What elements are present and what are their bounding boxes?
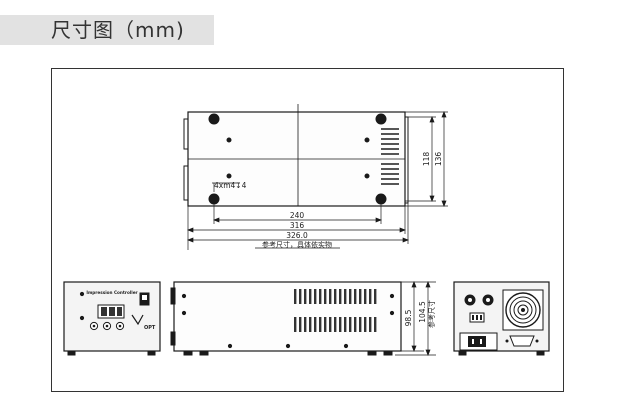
dim-side-height-total: 104.5: [418, 301, 427, 323]
foot-icon: [375, 193, 387, 205]
front-brand-label: Impression Controller: [86, 290, 138, 295]
hole-callout-depth: 4: [242, 181, 247, 190]
foot-icon: [208, 193, 220, 205]
screw-hole: [343, 343, 349, 349]
top-view-vent: [381, 128, 399, 185]
dim-width-inner: 240: [290, 211, 305, 220]
screw-hole: [226, 173, 232, 179]
foot-icon: [199, 350, 209, 356]
foot-icon: [458, 350, 467, 356]
screw-hole: [285, 343, 291, 349]
front-view: [63, 281, 161, 356]
drawing-frame: [51, 68, 564, 392]
title-bar: [0, 15, 214, 45]
screw-hole: [364, 137, 370, 143]
side-panel: [173, 281, 402, 352]
depth-symbol-icon: ↧: [235, 181, 241, 190]
side-view: [170, 281, 402, 356]
screw-hole: [181, 293, 187, 299]
screw-hole: [79, 291, 85, 297]
dim-width-mid: 316: [290, 221, 305, 230]
brand-logo-icon: [131, 314, 144, 326]
screw-hole: [389, 310, 395, 316]
dim-side-height-inner: 98.5: [404, 309, 413, 326]
top-view-width-dims: [187, 203, 409, 250]
dim-height-total: 136: [434, 152, 443, 167]
hole-callout-size: 4xm4: [214, 181, 236, 190]
foot-icon: [183, 350, 193, 356]
top-view: [183, 104, 409, 207]
side-vent-lower: [294, 317, 377, 332]
front-brand-logo: OPT: [144, 325, 156, 331]
foot-icon: [536, 350, 545, 356]
side-tab: [170, 287, 176, 305]
dim-height-inner: 118: [422, 152, 431, 167]
side-tab: [170, 331, 176, 346]
rear-view: [453, 281, 550, 356]
side-vent-upper: [294, 289, 377, 304]
side-view-height-dims: [395, 281, 436, 356]
screw-hole: [227, 343, 233, 349]
db9-port-icon: [509, 335, 535, 347]
side-reference-note: 参考尺寸: [427, 300, 436, 328]
foot-icon: [383, 350, 393, 356]
foot-icon: [375, 113, 387, 125]
foot-icon: [147, 350, 156, 356]
top-view-height-dims: [405, 111, 448, 207]
dim-width-total: 326.0: [286, 231, 308, 240]
foot-icon: [67, 350, 76, 356]
foot-icon: [367, 350, 377, 356]
page-title: 尺寸图（mm): [51, 18, 185, 42]
screw-hole: [389, 293, 395, 299]
screw-hole: [226, 137, 232, 143]
screw-hole: [364, 173, 370, 179]
hole-callout: 4xm4↧4: [214, 181, 247, 190]
screw-hole: [181, 310, 187, 316]
top-reference-note: 参考尺寸，具体依实物: [262, 240, 332, 249]
foot-icon: [208, 113, 220, 125]
screw-hole: [79, 315, 85, 321]
